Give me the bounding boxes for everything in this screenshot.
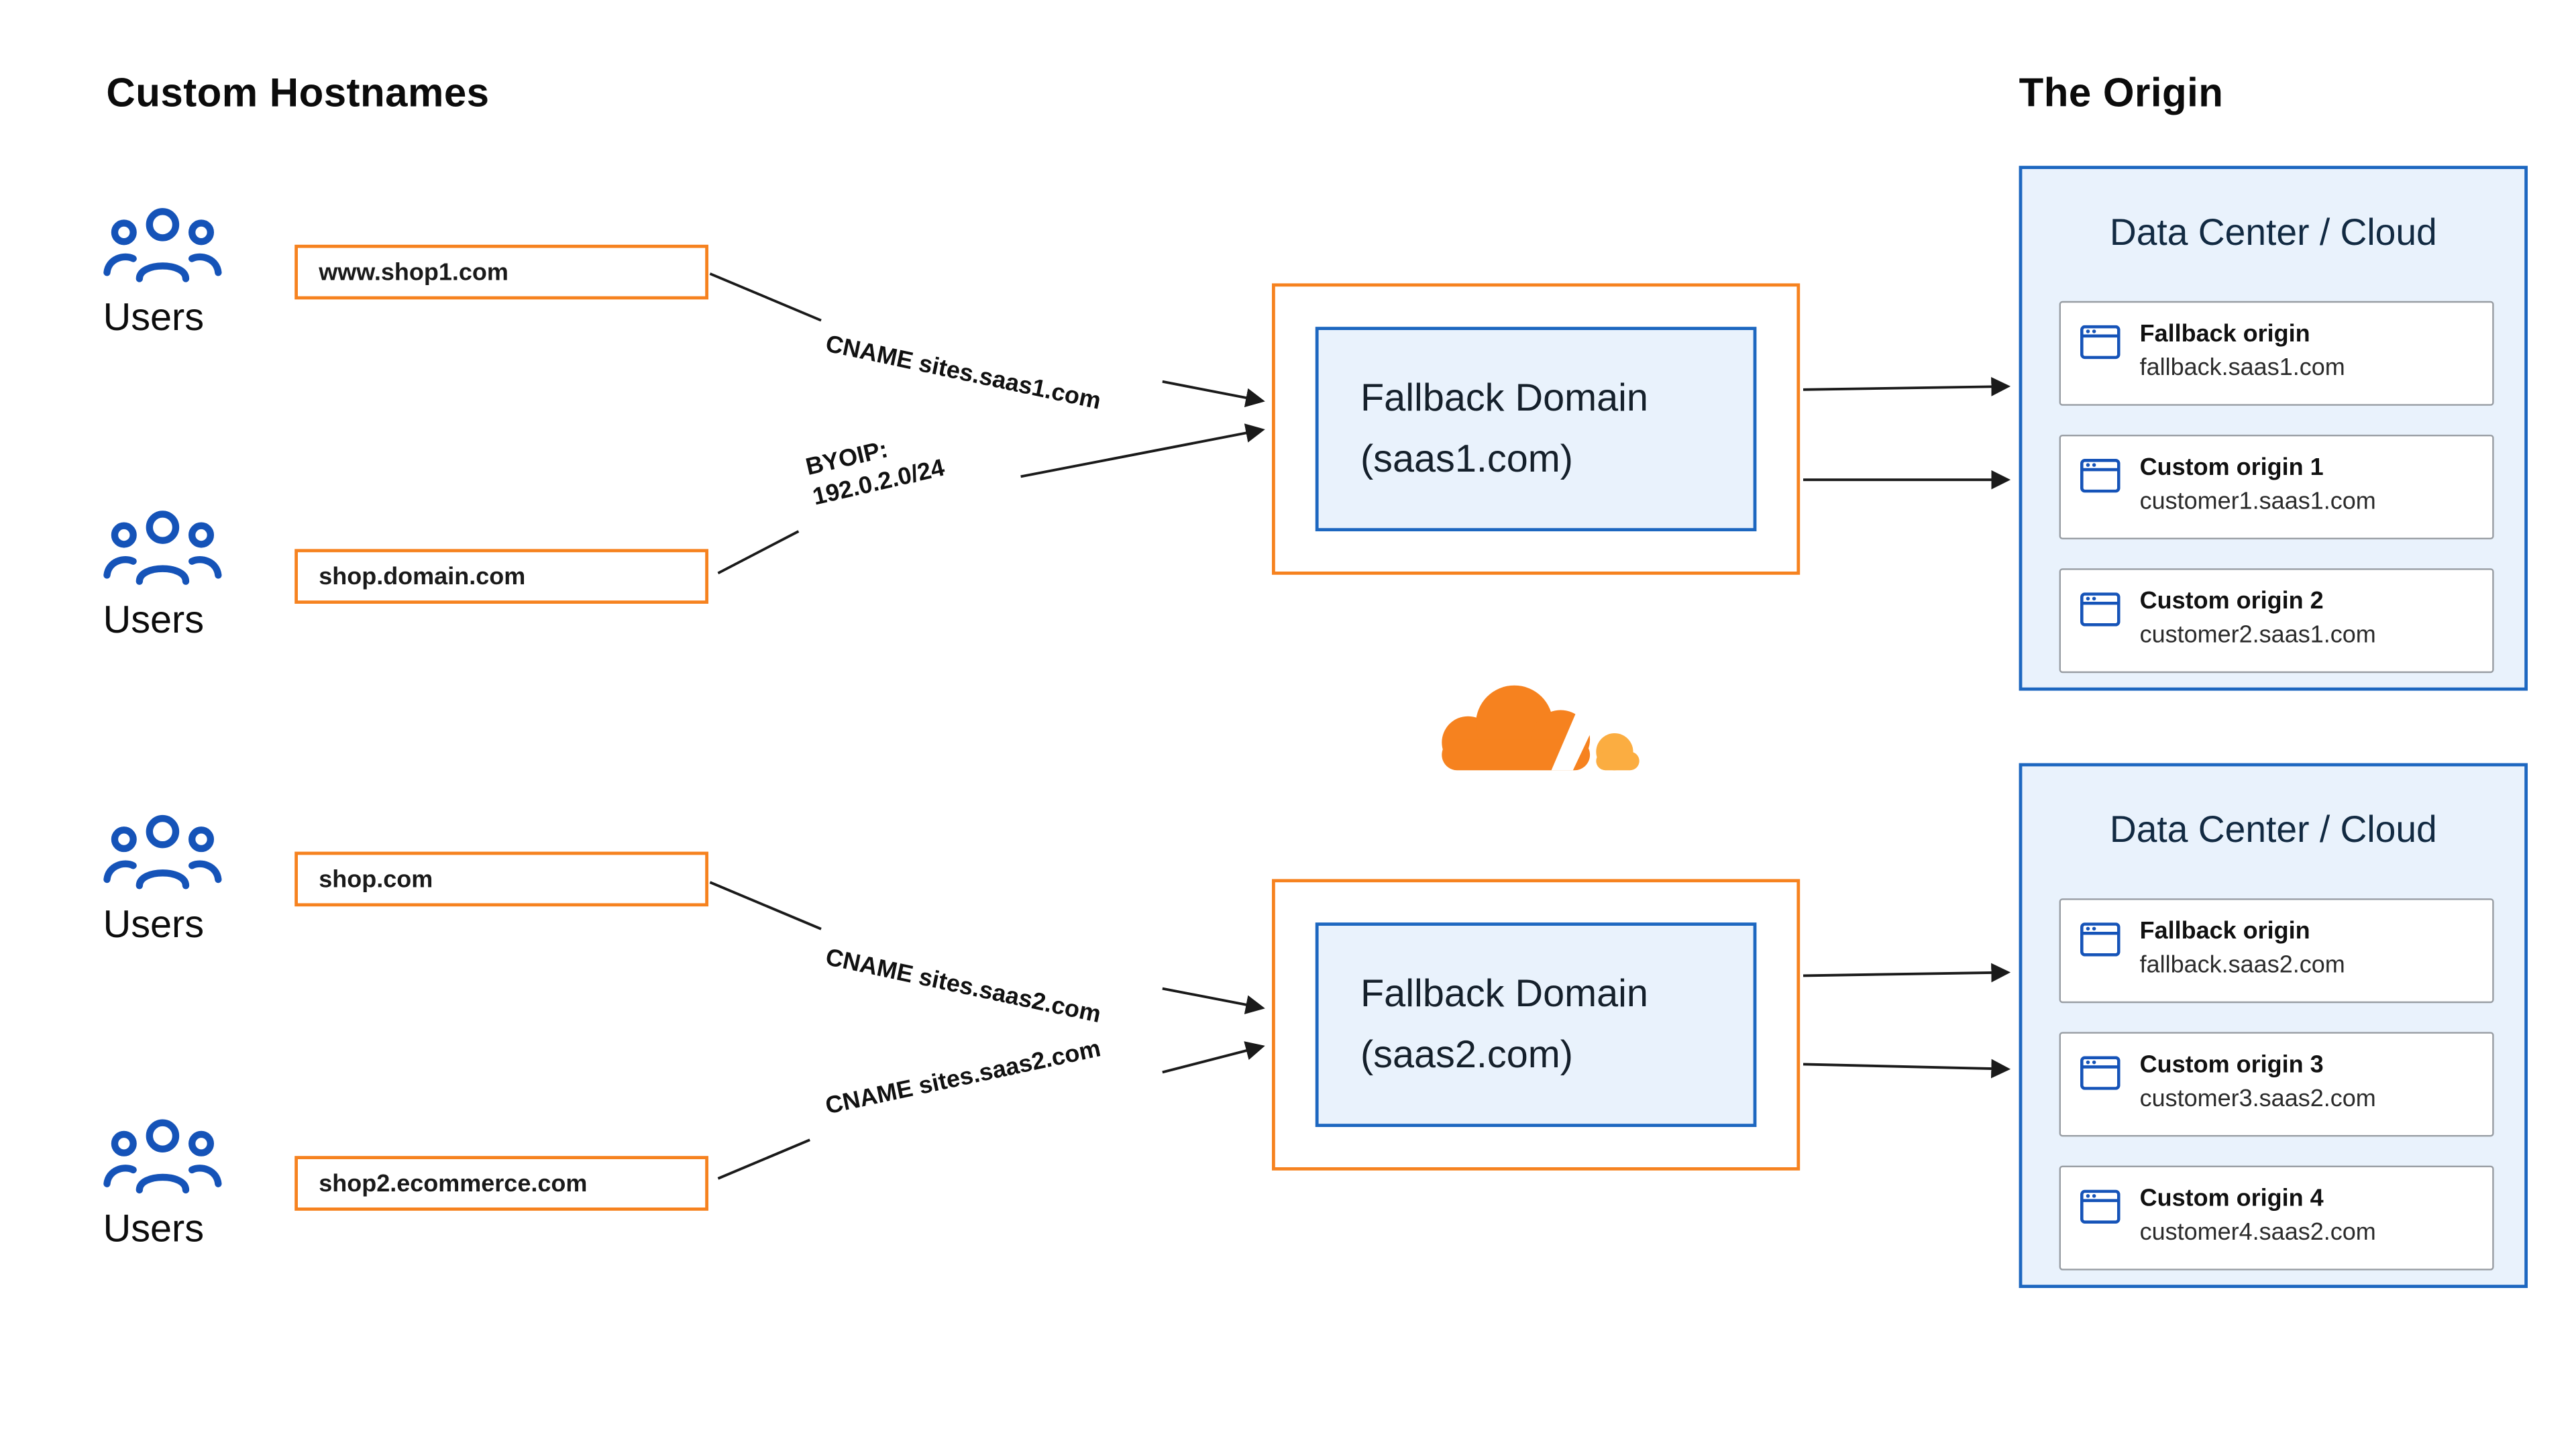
hostname-label: www.shop1.com [319,258,508,286]
data-center-title: Data Center / Cloud [2109,808,2437,851]
origin-name: Custom origin 3 [2139,1051,2324,1079]
fallback-domain-value: (saas2.com) [1360,1032,1573,1077]
origin-host: customer4.saas2.com [2139,1218,2376,1246]
data-center-title: Data Center / Cloud [2109,211,2437,253]
byoip-label: BYOIP: 192.0.2.0/24 [803,423,948,513]
origin-card-fallback-saas2: Fallback origin fallback.saas2.com [2059,898,2494,1004]
custom-hostnames-heading: Custom Hostnames [106,70,490,116]
origin-card-custom1: Custom origin 1 customer1.saas1.com [2059,435,2494,540]
users-icon [103,511,222,585]
origin-card-custom3: Custom origin 3 customer3.saas2.com [2059,1032,2494,1137]
cname-saas2-top-label: CNAME sites.saas2.com [822,943,1104,1029]
hostname-label: shop.domain.com [319,562,526,590]
hostname-box-domain: shop.domain.com [294,549,708,604]
user-group-3: Users [103,813,223,949]
hostname-box-ecommerce: shop2.ecommerce.com [294,1156,708,1211]
origin-name: Fallback origin [2139,918,2310,945]
browser-window-icon [2080,592,2121,627]
origin-host: customer3.saas2.com [2139,1085,2376,1113]
origin-name: Custom origin 4 [2139,1185,2324,1213]
user-group-1: Users [103,206,223,341]
users-label: Users [103,296,205,340]
user-group-2: Users [103,508,223,644]
cloudflare-logo-icon [1442,685,1640,771]
users-label: Users [103,598,205,643]
users-icon [103,1119,222,1194]
origin-name: Custom origin 1 [2139,453,2324,482]
users-label: Users [103,1208,205,1251]
hostname-label: shop2.ecommerce.com [319,1169,588,1197]
browser-window-icon [2080,922,2121,957]
data-center-2: Data Center / Cloud Fallback origin fall… [2019,763,2528,1289]
users-icon [103,208,222,282]
fallback-domain-value: (saas1.com) [1360,437,1573,481]
origin-host: customer1.saas1.com [2139,488,2376,515]
origin-card-fallback-saas1: Fallback origin fallback.saas1.com [2059,301,2494,406]
browser-window-icon [2080,1189,2121,1224]
origin-text: Custom origin 4 customer4.saas2.com [2140,1185,2376,1246]
browser-window-icon [2080,325,2121,360]
origin-host: fallback.saas1.com [2139,354,2345,382]
users-label: Users [103,903,205,947]
origin-host: customer2.saas1.com [2139,621,2376,649]
origin-host: fallback.saas2.com [2139,951,2345,979]
cname-saas1-label: CNAME sites.saas1.com [822,330,1104,416]
user-group-4: Users [103,1118,223,1253]
origin-text: Custom origin 2 customer2.saas1.com [2140,588,2376,649]
fallback-domain-saas1-inner: Fallback Domain (saas1.com) [1315,327,1757,532]
origin-name: Fallback origin [2139,320,2310,348]
hostname-box-shop: shop.com [294,851,708,907]
fallback-domain-title: Fallback Domain [1360,971,1648,1016]
origin-text: Custom origin 3 customer3.saas2.com [2140,1051,2376,1112]
fallback-domain-title: Fallback Domain [1360,376,1648,420]
fallback-domain-saas2-inner: Fallback Domain (saas2.com) [1315,922,1757,1128]
browser-window-icon [2080,1056,2121,1090]
origin-text: Custom origin 1 customer1.saas1.com [2140,454,2376,515]
data-center-1: Data Center / Cloud Fallback origin fall… [2019,166,2528,691]
fallback-domain-saas2: Fallback Domain (saas2.com) [1272,879,1801,1171]
origin-name: Custom origin 2 [2139,588,2324,615]
origin-heading: The Origin [2019,70,2224,116]
fallback-domain-saas1: Fallback Domain (saas1.com) [1272,283,1801,575]
origin-card-custom4: Custom origin 4 customer4.saas2.com [2059,1165,2494,1271]
hostname-label: shop.com [319,865,433,893]
origin-text: Fallback origin fallback.saas1.com [2140,321,2345,382]
hostname-box-shop1: www.shop1.com [294,244,708,300]
cname-saas2-bottom-label: CNAME sites.saas2.com [822,1035,1104,1120]
users-icon [103,814,222,890]
origin-card-custom2: Custom origin 2 customer2.saas1.com [2059,568,2494,674]
origin-text: Fallback origin fallback.saas2.com [2140,918,2345,979]
browser-window-icon [2080,459,2121,493]
